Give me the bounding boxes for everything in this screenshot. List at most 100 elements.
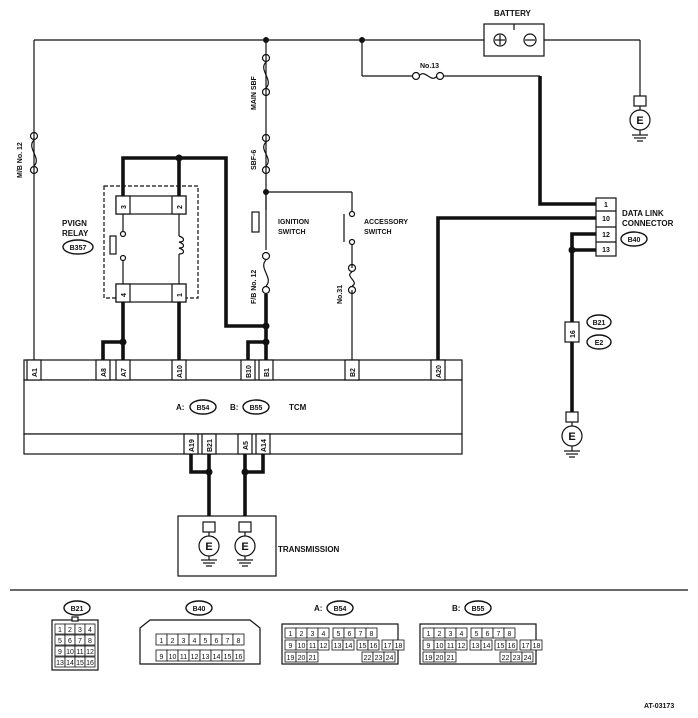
connector-pin-label: 4 (193, 638, 197, 645)
svg-text:F/B No. 12: F/B No. 12 (251, 270, 258, 304)
connector-pin-cell (505, 639, 518, 651)
connector-pin-label: 8 (237, 638, 241, 645)
connector-pin-label: 15 (497, 643, 505, 650)
connector-pin-label: 8 (370, 631, 374, 638)
svg-text:2: 2 (177, 205, 184, 209)
connector-pin-cell (232, 633, 245, 646)
connector-pin-label: 5 (58, 638, 62, 645)
svg-text:SWITCH: SWITCH (364, 229, 392, 236)
connector-pin-cell (84, 656, 96, 668)
svg-text:B10: B10 (246, 365, 253, 378)
connector-pin-cell (455, 627, 468, 639)
harness-wires (101, 76, 596, 522)
connector-pin-label: 11 (76, 649, 83, 656)
connector-pin-label: 20 (436, 655, 444, 662)
power-bus-wires (33, 39, 641, 360)
svg-text:A5: A5 (243, 441, 250, 450)
svg-text:B55: B55 (472, 606, 485, 613)
svg-text:E: E (568, 431, 575, 443)
svg-text:No.31: No.31 (337, 285, 344, 304)
tcm-block: A1 A8 A7 A10 B10 B1 B2 A20 A19 B21 A5 A1… (23, 359, 463, 455)
svg-text:TCM: TCM (289, 403, 307, 412)
fuse-fb12: F/B No. 12 (251, 251, 271, 304)
connector-pin-label: 18 (395, 643, 403, 650)
connector-pin-cell (521, 651, 534, 663)
svg-text:A8: A8 (101, 368, 108, 377)
svg-text:A14: A14 (261, 439, 268, 452)
connector-pin-cell (84, 623, 96, 635)
svg-text:SBF-6: SBF-6 (251, 150, 258, 170)
connector-pin-label: 6 (348, 631, 352, 638)
connector-pin-label: 14 (483, 643, 491, 650)
svg-text:DATA LINK: DATA LINK (622, 209, 664, 218)
svg-text:A1: A1 (32, 368, 39, 377)
connector-pin-label: 16 (508, 643, 516, 650)
connector-pin-label: 10 (66, 649, 74, 656)
connector-pin-label: 5 (204, 638, 208, 645)
svg-text:A:: A: (314, 604, 322, 613)
svg-text:A20: A20 (436, 365, 443, 378)
svg-text:1: 1 (604, 202, 608, 209)
connector-pin-label: 14 (66, 660, 74, 667)
svg-text:E: E (636, 115, 643, 127)
svg-text:B357: B357 (70, 245, 87, 252)
connector-pin-label: 16 (235, 654, 243, 661)
connector-pin-cell (392, 639, 405, 651)
connector-pin-label: 7 (359, 631, 363, 638)
connector-pin-label: 12 (191, 654, 199, 661)
connector-pin-label: 1 (427, 631, 431, 638)
connector-pin-cell (317, 627, 330, 639)
svg-text:B54: B54 (334, 606, 347, 613)
connector-pin-label: 13 (334, 643, 342, 650)
fuse-no13: No.13 (411, 63, 445, 81)
connector-pin-label: 18 (533, 643, 541, 650)
connector-pin-label: 3 (449, 631, 453, 638)
connector-pin-label: 6 (215, 638, 219, 645)
svg-text:B40: B40 (193, 606, 206, 613)
svg-text:ACCESSORY: ACCESSORY (364, 219, 408, 226)
connector-pin-label: 12 (320, 643, 328, 650)
svg-text:M/B No. 12: M/B No. 12 (17, 142, 24, 178)
connector-pin-label: 4 (322, 631, 326, 638)
connector-pin-label: 11 (309, 643, 316, 650)
svg-text:B21: B21 (593, 320, 606, 327)
connector-pin-cell (455, 639, 468, 651)
connector-pin-label: 10 (169, 654, 177, 661)
connector-pin-label: 17 (384, 643, 392, 650)
connector-pin-label: 16 (370, 643, 378, 650)
fuse-mb12: M/B No. 12 (17, 131, 39, 178)
connector-pin-label: 2 (171, 638, 175, 645)
svg-text:A10: A10 (177, 365, 184, 378)
connector-pin-label: 22 (364, 655, 372, 662)
connector-pin-cell (84, 634, 96, 646)
connector-pin-label: 8 (508, 631, 512, 638)
connector-pin-label: 7 (226, 638, 230, 645)
connector-pin-label: 15 (76, 660, 84, 667)
connector-pin-label: 7 (78, 638, 82, 645)
connector-pin-label: 2 (438, 631, 442, 638)
battery-ground: E (629, 95, 651, 142)
connector-pin-label: 6 (68, 638, 72, 645)
connector-pin-label: 9 (58, 649, 62, 656)
svg-text:10: 10 (602, 216, 610, 223)
connector-pin-label: 5 (475, 631, 479, 638)
connector-pin-label: 13 (56, 660, 64, 667)
connector-pin-label: 6 (486, 631, 490, 638)
connector-pin-label: 12 (458, 643, 466, 650)
svg-text:E: E (205, 541, 212, 553)
connector-pin-cell (232, 649, 245, 662)
connector-pin-label: 14 (213, 654, 221, 661)
connector-pin-cell (503, 627, 516, 639)
svg-text:IGNITION: IGNITION (278, 219, 309, 226)
connector-pin-label: 22 (502, 655, 510, 662)
svg-text:13: 13 (602, 247, 610, 254)
svg-text:A:: A: (176, 403, 184, 412)
connector-pin-label: 2 (68, 627, 72, 634)
accessory-switch: ACCESSORY SWITCH (343, 210, 408, 246)
fuse-sbf6: SBF-6 (251, 133, 271, 175)
svg-text:B:: B: (230, 403, 238, 412)
svg-text:4: 4 (121, 293, 128, 297)
